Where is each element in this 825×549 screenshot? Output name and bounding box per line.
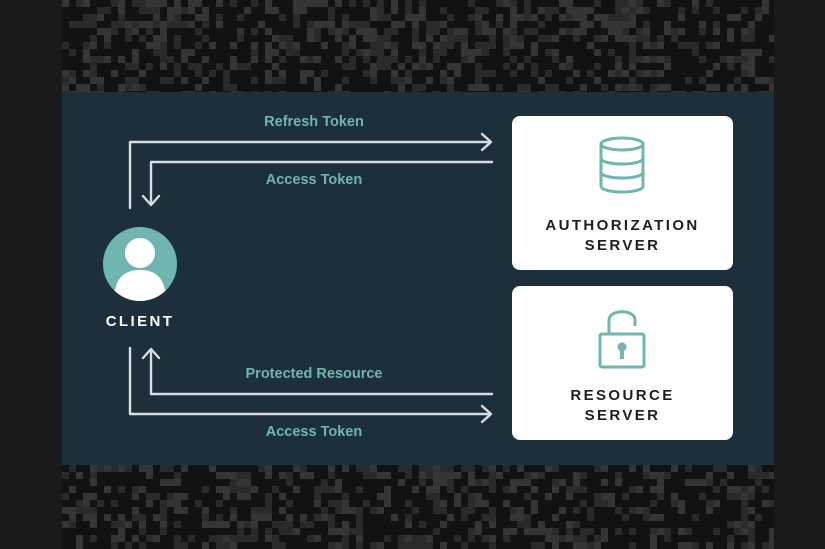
protected-resource-arrow bbox=[149, 348, 494, 396]
padlock-icon bbox=[598, 310, 646, 369]
database-icon bbox=[599, 136, 645, 194]
refresh-token-label: Refresh Token bbox=[264, 114, 364, 130]
resource-server-label: RESOURCE SERVER bbox=[512, 386, 733, 426]
authorization-server-label-line2: SERVER bbox=[584, 237, 661, 254]
access-token-bottom-label: Access Token bbox=[265, 424, 363, 440]
protected-resource-label: Protected Resource bbox=[245, 366, 383, 382]
oauth-diagram-panel: Refresh Token Access Token Protected Res… bbox=[62, 92, 774, 465]
resource-server-box: RESOURCE SERVER bbox=[512, 286, 733, 440]
background-noise-bottom bbox=[62, 465, 774, 549]
authorization-server-box: AUTHORIZATION SERVER bbox=[512, 116, 733, 270]
authorization-server-label-line1: AUTHORIZATION bbox=[545, 217, 700, 234]
protected-resource-arrowhead bbox=[141, 347, 161, 360]
resource-server-label-line2: SERVER bbox=[584, 407, 661, 424]
access-token-top-arrow bbox=[149, 160, 494, 206]
user-avatar-icon bbox=[103, 227, 177, 301]
background-noise-top bbox=[62, 0, 774, 92]
resource-server-label-line1: RESOURCE bbox=[570, 387, 675, 404]
access-token-bottom-arrow bbox=[128, 346, 492, 416]
access-token-bottom-arrowhead bbox=[480, 404, 493, 424]
access-token-top-label: Access Token bbox=[265, 172, 363, 188]
authorization-server-label: AUTHORIZATION SERVER bbox=[512, 216, 733, 256]
flow-arrows bbox=[128, 132, 494, 424]
refresh-token-arrow bbox=[128, 140, 492, 210]
refresh-token-arrowhead bbox=[480, 132, 493, 152]
access-token-top-arrowhead bbox=[141, 194, 161, 207]
client-label: CLIENT bbox=[105, 313, 175, 330]
